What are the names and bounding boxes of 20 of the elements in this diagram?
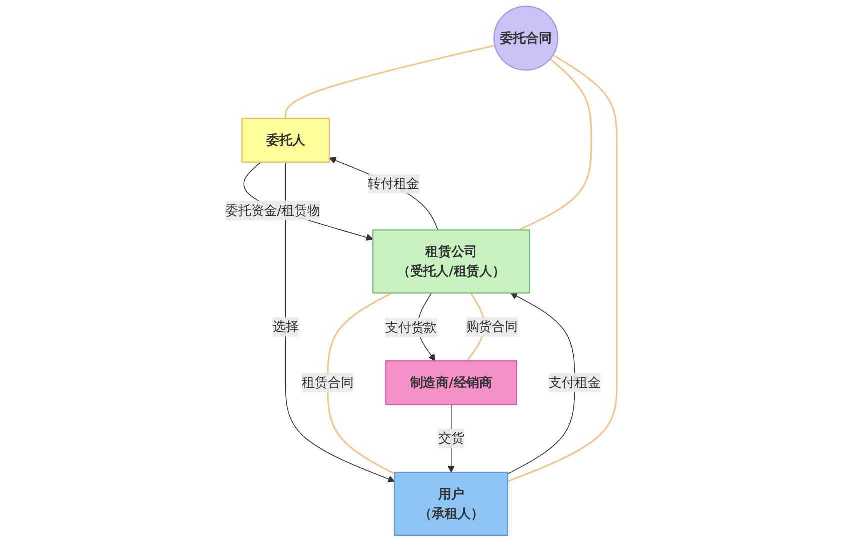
node-box: 用户 （承租人） bbox=[394, 472, 508, 536]
edge-label: 购货合同 bbox=[466, 319, 518, 334]
edge-label: 支付货款 bbox=[385, 320, 437, 336]
edge-label: 转付租金 bbox=[368, 176, 420, 192]
connector bbox=[326, 292, 395, 475]
edge-label: 委托资金/租赁物 bbox=[225, 202, 320, 218]
arrow bbox=[285, 162, 395, 483]
node-box: 租赁公司 （受托人/租赁人） bbox=[372, 230, 530, 294]
edge-label: 租赁合同 bbox=[302, 374, 354, 390]
connector bbox=[507, 54, 618, 482]
node-circle: 委托合同 bbox=[493, 6, 558, 71]
edge-label: 交货 bbox=[438, 430, 464, 446]
node-box: 委托人 bbox=[241, 118, 330, 163]
edge-label: 选择 bbox=[272, 319, 299, 334]
connector bbox=[518, 58, 592, 231]
connector bbox=[284, 44, 495, 119]
arrow bbox=[328, 157, 438, 231]
node-box: 制造商/经销商 bbox=[385, 360, 518, 406]
edge-label: 支付租金 bbox=[548, 374, 601, 390]
arrow bbox=[507, 292, 576, 474]
